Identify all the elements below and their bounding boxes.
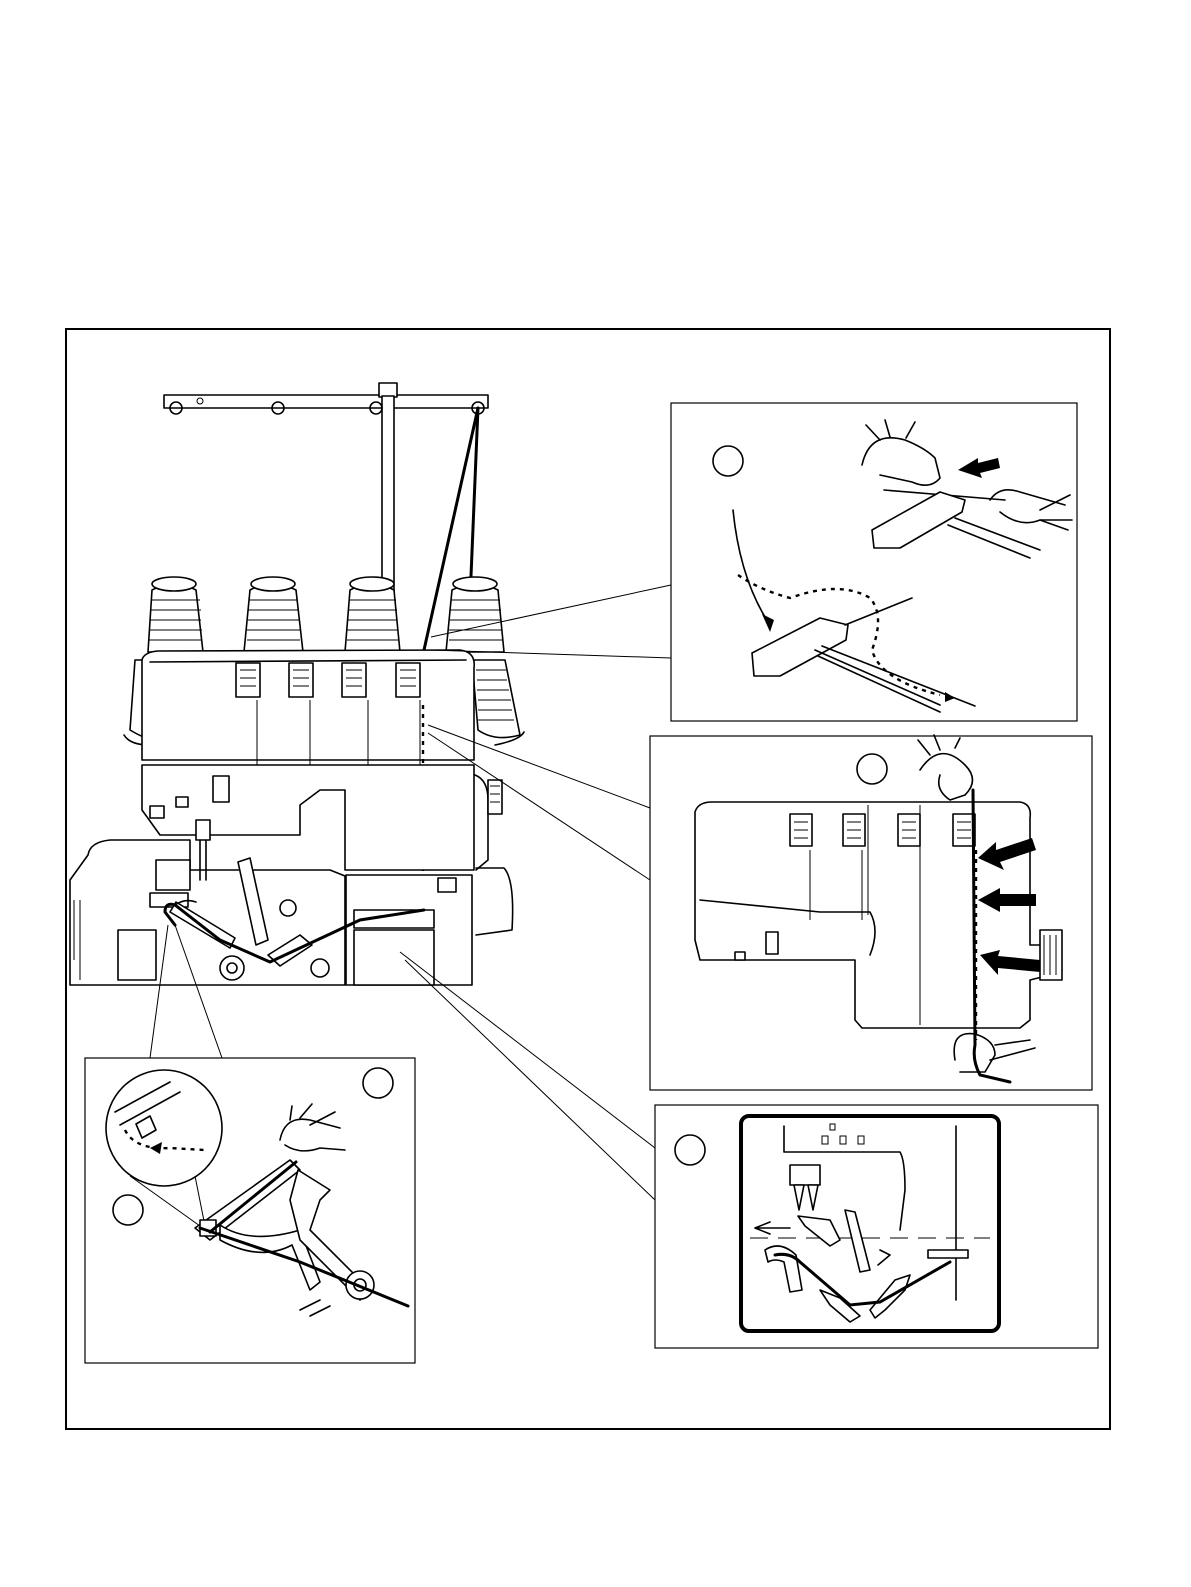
panel-lower-looper [655,1105,1098,1348]
panel-looper-path [85,1058,415,1363]
panel-tension-dial [671,403,1077,721]
overlock-machine-icon [70,383,524,985]
panel-thread-guides [650,735,1092,1090]
thread-stand-icon [164,383,488,658]
